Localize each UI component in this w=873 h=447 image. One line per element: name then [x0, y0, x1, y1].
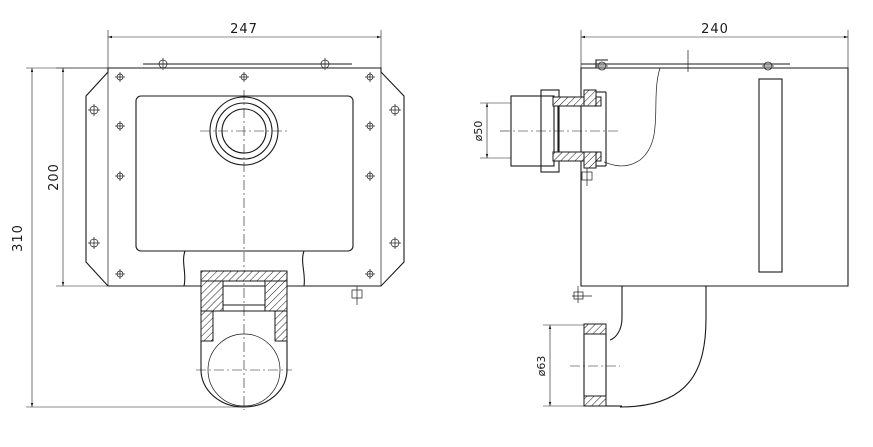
side-body-outline	[580, 67, 849, 287]
side-view: 240	[472, 22, 849, 408]
dimension-height-inner: 200	[47, 67, 108, 287]
dimension-width-front: 247	[107, 22, 382, 68]
front-drain-screw	[351, 285, 363, 305]
side-outlet-elbow	[570, 286, 707, 408]
inlet-circles	[209, 96, 279, 166]
flange-bolts	[88, 58, 401, 279]
front-outlet-pipe	[196, 333, 292, 408]
dimension-label-240: 240	[701, 22, 729, 37]
front-view: 247 310 200	[11, 22, 405, 410]
front-flange-outline	[85, 67, 405, 287]
front-body-opening	[135, 95, 354, 252]
dimension-label-310: 310	[11, 224, 26, 252]
dimension-label-o63: ø63	[535, 356, 548, 377]
dimension-height-outer: 310	[11, 67, 240, 408]
side-bracket-bolts	[572, 168, 593, 303]
dimension-outlet-diameter: ø63	[535, 324, 584, 407]
dimension-inlet-diameter: ø50	[472, 102, 511, 159]
side-inlet-pipe	[500, 89, 620, 173]
dimension-label-247: 247	[230, 22, 258, 37]
dimension-width-side: 240	[580, 22, 849, 68]
dimension-label-o50: ø50	[472, 121, 485, 142]
front-lower-neck	[183, 250, 305, 287]
dimension-label-200: 200	[47, 163, 62, 191]
side-top-bolts	[596, 61, 774, 71]
side-weir-window	[758, 78, 783, 273]
front-outlet-section	[200, 270, 288, 342]
